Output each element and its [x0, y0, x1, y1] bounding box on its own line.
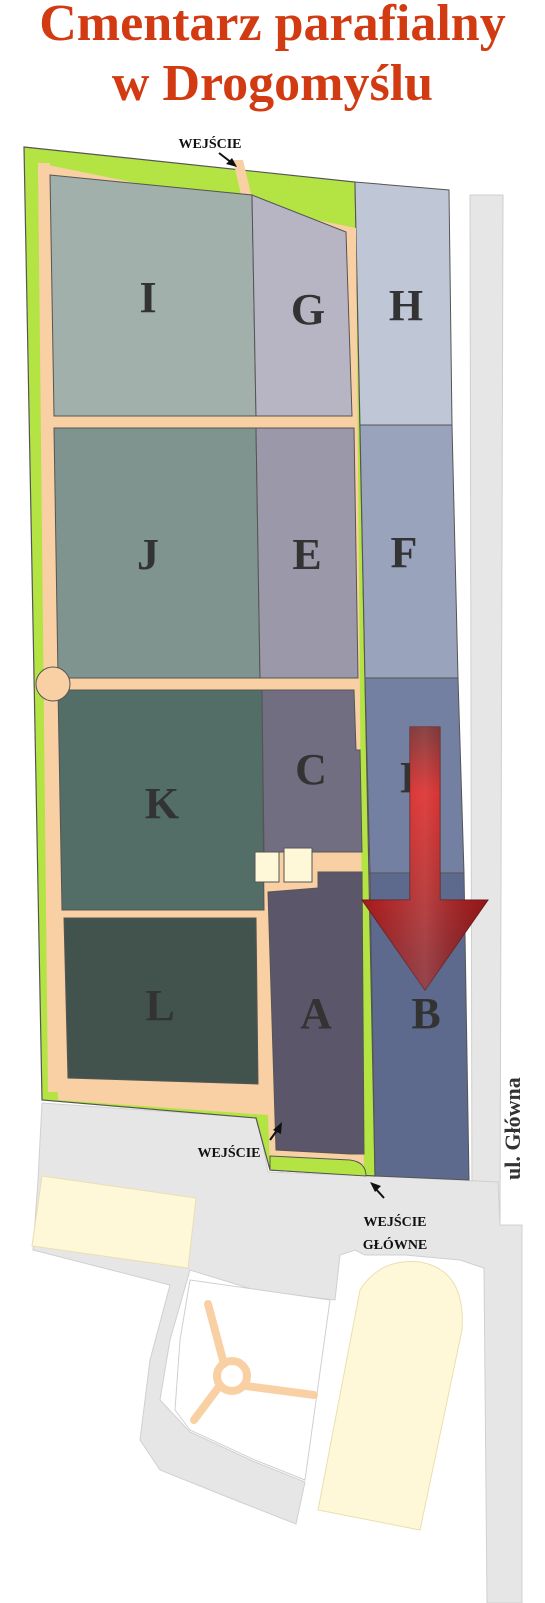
roundabout-paths	[190, 1300, 318, 1424]
section-g	[251, 194, 353, 417]
small-building-2	[283, 847, 313, 883]
path-entrance-top	[233, 160, 252, 199]
section-label-l: L	[145, 981, 174, 1030]
entrance-bottom-label: WEJŚCIE	[197, 1144, 260, 1161]
section-label-i: I	[139, 273, 156, 322]
entrance-arrow-icon	[218, 152, 237, 167]
entrance-arrow-icon	[370, 1182, 385, 1199]
section-label-b: B	[411, 989, 440, 1038]
section-label-k: K	[145, 779, 179, 828]
section-label-g: G	[291, 285, 325, 334]
entrance-main-label-line1: WEJŚCIE	[363, 1213, 426, 1230]
section-label-e: E	[292, 530, 321, 579]
grass-bottom-strip	[269, 1155, 367, 1177]
section-a	[267, 871, 365, 1155]
section-label-j: J	[137, 530, 159, 579]
section-label-f: F	[391, 528, 418, 577]
entrance-main: WEJŚCIE GŁÓWNE	[363, 1182, 428, 1253]
path-left-strip	[38, 163, 60, 1092]
section-label-a: A	[300, 989, 332, 1038]
entrance-top-label: WEJŚCIE	[178, 135, 241, 152]
section-label-c: C	[295, 745, 327, 794]
buildings	[31, 1175, 463, 1531]
entrance-main-label-line2: GŁÓWNE	[363, 1236, 428, 1253]
map-title-line-2: w Drogomyślu	[111, 55, 434, 112]
section-label-h: H	[389, 281, 423, 330]
entrance-top: WEJŚCIE	[178, 135, 242, 167]
section-l	[63, 917, 259, 1085]
path-roundabout	[35, 666, 71, 702]
small-building-1	[254, 851, 280, 883]
entrance-arrow-icon	[269, 1122, 282, 1141]
entrance-bottom: WEJŚCIE	[197, 1122, 282, 1161]
map-title-line-1: Cmentarz parafialny	[39, 0, 506, 52]
section-k	[57, 689, 265, 911]
arrow-down-icon	[361, 726, 489, 991]
section-e	[255, 427, 359, 679]
street-label: ul. Główna	[500, 1077, 525, 1180]
